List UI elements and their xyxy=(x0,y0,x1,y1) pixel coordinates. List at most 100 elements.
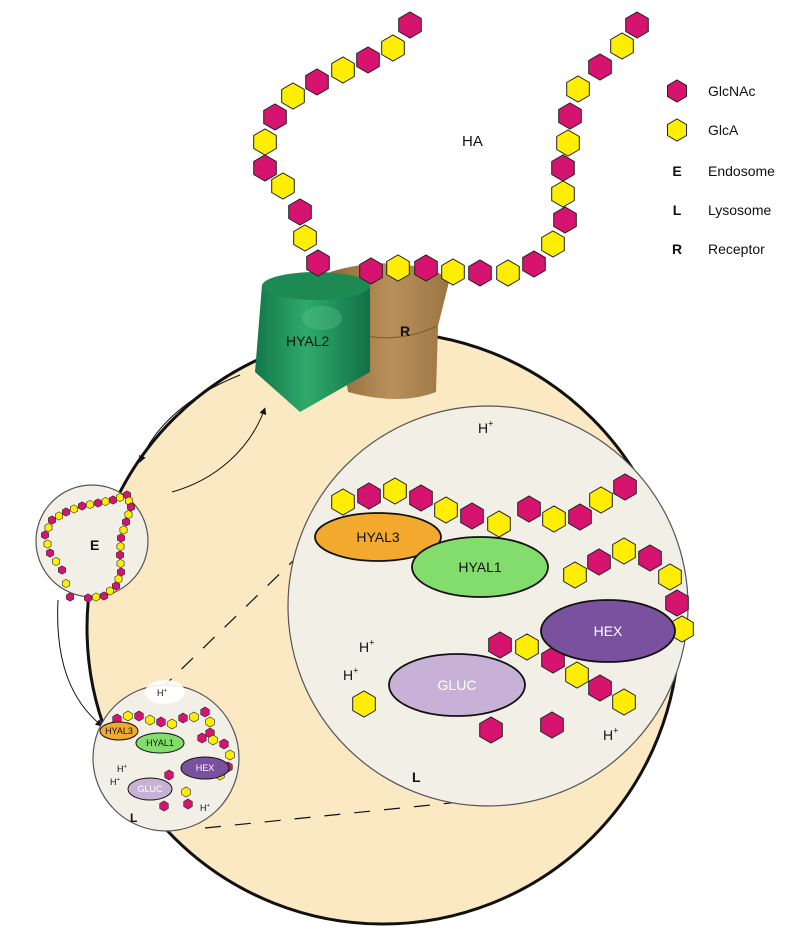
glca-hexagon-icon xyxy=(566,75,590,103)
glca-hexagon-icon xyxy=(106,586,114,596)
glcnac-hexagon-icon xyxy=(78,501,86,511)
legend-label: Endosome xyxy=(708,163,775,179)
glca-hexagon-icon xyxy=(101,496,110,507)
glcnac-hexagon-icon xyxy=(625,11,649,39)
glca-hexagon-icon xyxy=(612,537,636,565)
glca-hexagon-icon xyxy=(610,32,634,60)
glcnac-hexagon-icon xyxy=(356,46,380,74)
glcnac-hexagon-icon xyxy=(62,507,70,517)
glcnac-hexagon-icon xyxy=(58,565,66,575)
glca-hexagon-icon xyxy=(281,82,305,110)
glca-hexagon-icon xyxy=(116,541,125,552)
endosome-label: E xyxy=(90,537,99,553)
glcnac-hexagon-icon xyxy=(183,798,193,810)
hyal3-small-label: HYAL3 xyxy=(105,726,133,736)
hex-enzyme xyxy=(540,599,676,663)
glca-hexagon-icon xyxy=(181,786,191,798)
glcnac-hexagon-icon xyxy=(468,259,492,287)
glca-hexagon-icon xyxy=(116,558,125,569)
gluc-small-label: GLUC xyxy=(137,784,163,794)
glcnac-hexagon-icon xyxy=(84,593,92,603)
glcnac-hexagon-icon xyxy=(288,198,312,226)
glcnac-hexagon-icon xyxy=(460,502,484,530)
glca-hexagon-icon xyxy=(386,254,410,282)
glcnac-hexagon-icon xyxy=(667,79,687,103)
ha-polymer-layer xyxy=(41,11,694,812)
glcnac-hexagon-icon xyxy=(588,53,612,81)
glcnac-hexagon-icon xyxy=(263,103,287,131)
glcnac-hexagon-icon xyxy=(357,482,381,510)
glca-hexagon-icon xyxy=(556,129,580,157)
proton-label: H+ xyxy=(117,764,128,774)
glcnac-hexagon-icon xyxy=(94,498,102,508)
proton-label: H+ xyxy=(110,777,121,787)
glca-hexagon-icon xyxy=(331,56,355,84)
legend-label: Lysosome xyxy=(708,202,772,218)
glca-hexagon-icon xyxy=(189,711,199,723)
glcnac-hexagon-icon xyxy=(66,592,74,602)
glca-hexagon-icon xyxy=(487,510,511,538)
glcnac-hexagon-icon xyxy=(558,102,582,130)
glca-hexagon-icon xyxy=(253,128,277,156)
small-lysosome-label: L xyxy=(130,811,137,825)
trafficking-arrows xyxy=(57,374,267,727)
glcnac-hexagon-icon xyxy=(638,544,662,572)
glca-hexagon-icon xyxy=(441,258,465,286)
legend-label: GlcA xyxy=(708,122,739,138)
arrow-recycling xyxy=(171,407,267,493)
glcnac-hexagon-icon xyxy=(613,473,637,501)
glca-hexagon-icon xyxy=(515,633,539,661)
glcnac-hexagon-icon xyxy=(178,712,188,724)
glca-hexagon-icon xyxy=(589,486,613,514)
glcnac-hexagon-icon xyxy=(41,530,49,540)
glca-hexagon-icon xyxy=(124,509,133,520)
glca-hexagon-icon xyxy=(92,592,100,602)
glcnac-hexagon-icon xyxy=(522,250,546,278)
glca-hexagon-icon xyxy=(434,496,458,524)
hyal2-protein xyxy=(255,272,370,412)
glca-hexagon-icon xyxy=(293,224,317,252)
hyal3-enzyme xyxy=(314,512,442,562)
glca-hexagon-icon xyxy=(667,118,687,142)
glcnac-hexagon-icon xyxy=(109,495,117,505)
glcnac-hexagon-icon xyxy=(540,711,564,739)
glcnac-hexagon-icon xyxy=(253,154,277,182)
large-lysosome-label: L xyxy=(412,769,421,785)
glcnac-hexagon-icon xyxy=(587,548,611,576)
glca-hexagon-icon xyxy=(352,690,376,718)
hyal1-small-enzyme xyxy=(135,732,185,754)
glcnac-hexagon-icon xyxy=(197,732,207,744)
glcnac-hexagon-icon xyxy=(156,716,166,728)
glcnac-hexagon-icon xyxy=(46,548,54,558)
glca-hexagon-icon xyxy=(551,180,575,208)
receptor-label: R xyxy=(400,323,410,339)
zoom-lines xyxy=(159,524,481,829)
glcnac-hexagon-icon xyxy=(488,631,512,659)
legend-label: GlcNAc xyxy=(708,83,755,99)
glca-hexagon-icon xyxy=(43,539,52,549)
gluc-enzyme xyxy=(388,653,526,717)
glca-hexagon-icon xyxy=(145,714,155,726)
hex-small-label: HEX xyxy=(196,763,215,773)
glcnac-hexagon-icon xyxy=(112,581,120,591)
legend-key: L xyxy=(673,202,682,218)
proton-label: H+ xyxy=(200,803,211,813)
glcnac-hexagon-icon xyxy=(398,11,422,39)
hyal3-label: HYAL3 xyxy=(356,529,400,545)
hex-small-enzyme xyxy=(180,756,230,780)
glcnac-hexagon-icon xyxy=(117,533,125,543)
glcnac-hexagon-icon xyxy=(219,738,229,750)
glcnac-hexagon-icon xyxy=(122,517,130,527)
proton-label: H+ xyxy=(157,688,168,698)
gluc-label: GLUC xyxy=(438,677,477,693)
glcnac-hexagon-icon xyxy=(164,769,174,781)
glca-hexagon-icon xyxy=(205,716,215,728)
glcnac-hexagon-icon xyxy=(200,706,210,718)
glca-hexagon-icon xyxy=(55,511,63,521)
glca-hexagon-icon xyxy=(612,688,636,716)
ha-label: HA xyxy=(462,133,483,150)
